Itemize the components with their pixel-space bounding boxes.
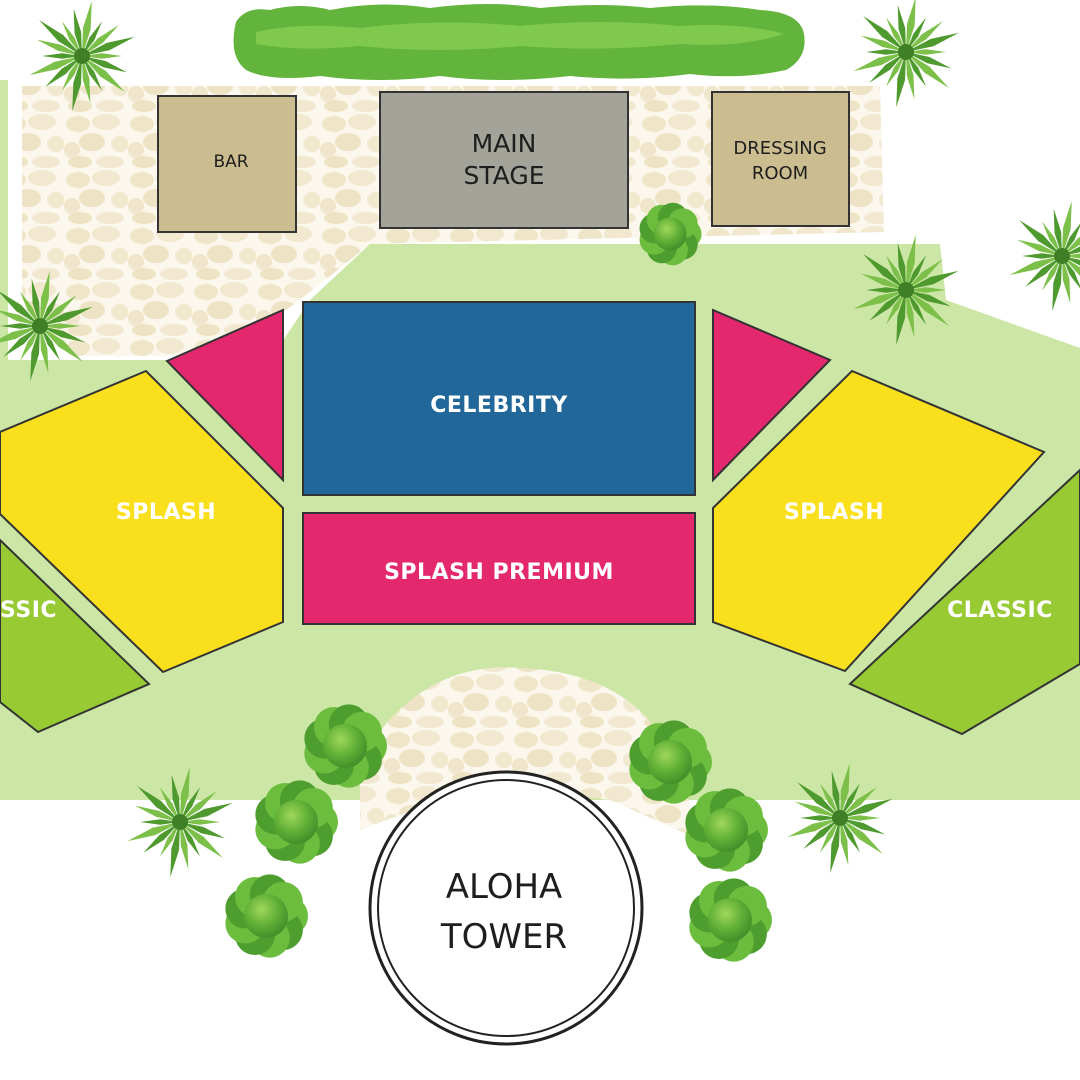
splash-right-label: SPLASH bbox=[784, 500, 884, 525]
hedge-highlight bbox=[256, 22, 784, 50]
palm-plant-icon bbox=[787, 762, 893, 874]
section-splash-right[interactable] bbox=[712, 369, 1046, 673]
shrub-icon bbox=[639, 202, 702, 266]
section-celebrity[interactable] bbox=[302, 301, 696, 496]
shrub-icon bbox=[255, 780, 338, 864]
bar[interactable] bbox=[157, 95, 297, 233]
shrub-icon bbox=[689, 878, 772, 962]
classic-right-label: CLASSIC bbox=[947, 598, 1053, 623]
splash-left-label: SPLASH bbox=[116, 500, 216, 525]
palm-plant-icon bbox=[853, 0, 959, 108]
palm-plants bbox=[0, 0, 1080, 878]
classic-left-label: SSIC bbox=[0, 598, 57, 623]
section-classic-left[interactable] bbox=[0, 538, 151, 734]
palm-plant-icon bbox=[853, 234, 959, 346]
palm-plant-icon bbox=[0, 270, 93, 382]
celebrity-label: CELEBRITY bbox=[430, 393, 568, 418]
dressing-room-label-line1: DRESSING bbox=[733, 138, 826, 159]
splash-premium-label: SPLASH PREMIUM bbox=[384, 560, 614, 585]
section-splash-left[interactable] bbox=[0, 369, 284, 674]
shrub-icon bbox=[225, 874, 308, 958]
section-splash-premium[interactable] bbox=[302, 512, 696, 625]
palm-plant-icon bbox=[1009, 200, 1080, 312]
aloha-tower[interactable] bbox=[377, 779, 635, 1037]
palm-plant-icon bbox=[127, 766, 233, 878]
main-stage-label-line1: MAIN bbox=[472, 129, 537, 158]
lawn-left-strip bbox=[0, 80, 8, 360]
dressing-room-label-line2: ROOM bbox=[752, 163, 808, 184]
shrub-icon bbox=[629, 720, 712, 804]
aloha-tower-label-line1: ALOHA bbox=[446, 867, 563, 907]
section-wedge-right[interactable] bbox=[712, 308, 832, 483]
round-shrubs bbox=[225, 202, 772, 962]
main-stage[interactable] bbox=[379, 91, 629, 229]
bar-label: BAR bbox=[213, 152, 248, 172]
shrub-icon bbox=[685, 788, 768, 872]
main-stage-label-line2: STAGE bbox=[463, 161, 544, 190]
shrub-icon bbox=[304, 704, 387, 788]
section-classic-right[interactable] bbox=[848, 468, 1080, 736]
dressing-room[interactable] bbox=[711, 91, 850, 227]
section-wedge-left[interactable] bbox=[165, 308, 284, 483]
palm-plant-icon bbox=[29, 0, 135, 112]
aloha-tower-label-line2: TOWER bbox=[440, 917, 567, 957]
